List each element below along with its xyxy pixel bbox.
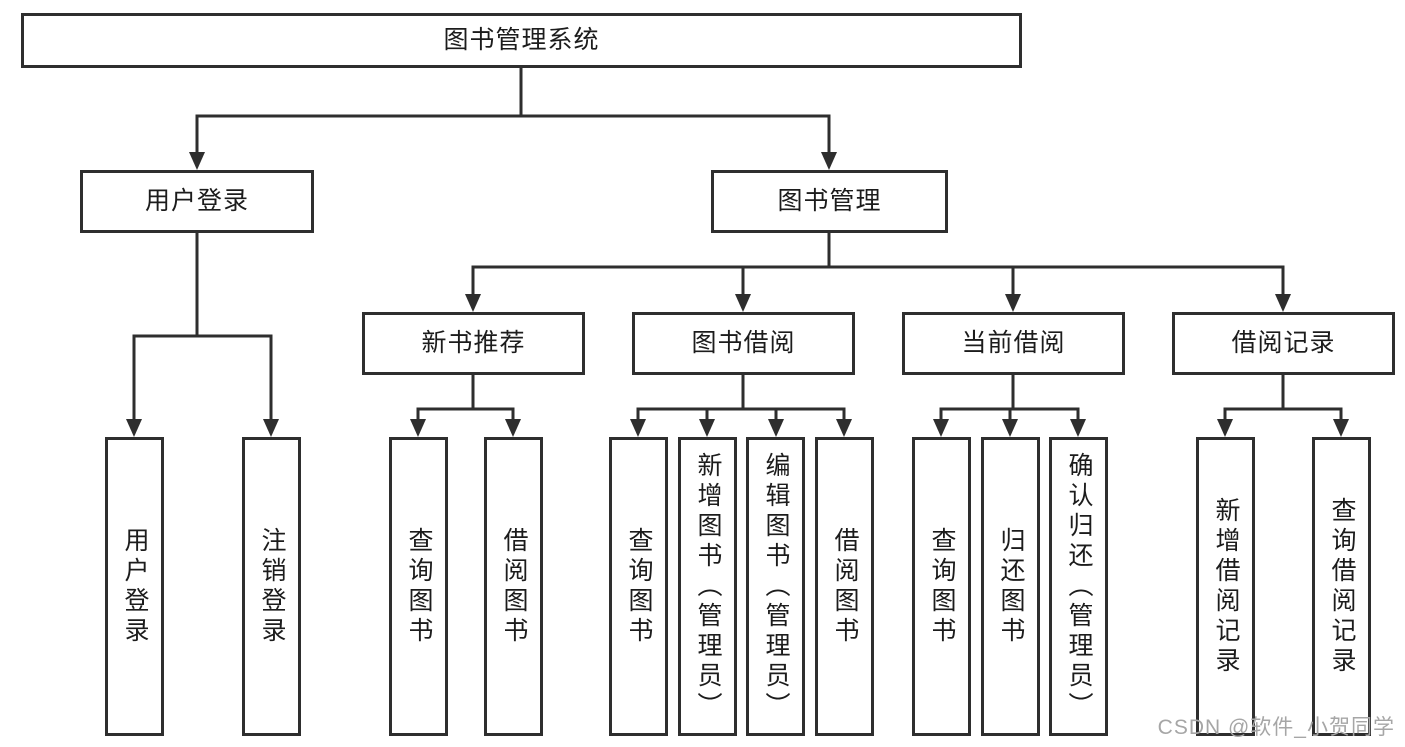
leaf-borrow-add-books-admin: 新增图书（管理员） [678, 437, 737, 736]
node-current-borrow-label: 当前借阅 [961, 329, 1066, 357]
leaf-user-login: 用户登录 [105, 437, 164, 736]
node-new-book-recommend-label: 新书推荐 [421, 329, 526, 357]
node-borrow-records: 借阅记录 [1172, 312, 1395, 375]
node-user-login-label: 用户登录 [144, 187, 249, 215]
node-book-management: 图书管理 [711, 170, 948, 233]
leaf-records-query-record: 查询借阅记录 [1312, 437, 1371, 736]
leaf-borrow-borrow-books: 借阅图书 [815, 437, 874, 736]
node-current-borrow: 当前借阅 [902, 312, 1125, 375]
leaf-recommend-query-books: 查询图书 [389, 437, 448, 736]
node-book-borrow: 图书借阅 [632, 312, 855, 375]
node-book-borrow-label: 图书借阅 [691, 329, 796, 357]
node-new-book-recommend: 新书推荐 [362, 312, 585, 375]
leaf-current-query-books: 查询图书 [912, 437, 971, 736]
node-user-login: 用户登录 [80, 170, 314, 233]
leaf-current-return-books: 归还图书 [981, 437, 1040, 736]
leaf-borrow-edit-books-admin: 编辑图书（管理员） [746, 437, 805, 736]
leaf-logout: 注销登录 [242, 437, 301, 736]
node-root: 图书管理系统 [21, 13, 1022, 68]
csdn-watermark: CSDN @软件_小贺同学 [1157, 716, 1395, 739]
node-root-label: 图书管理系统 [443, 26, 600, 54]
leaf-borrow-query-books: 查询图书 [609, 437, 668, 736]
leaf-records-add-record: 新增借阅记录 [1196, 437, 1255, 736]
arrowheads [126, 152, 1349, 437]
node-borrow-records-label: 借阅记录 [1231, 329, 1336, 357]
leaf-current-confirm-return-admin: 确认归还（管理员） [1049, 437, 1108, 736]
leaf-recommend-borrow-books: 借阅图书 [484, 437, 543, 736]
node-book-management-label: 图书管理 [777, 187, 882, 215]
